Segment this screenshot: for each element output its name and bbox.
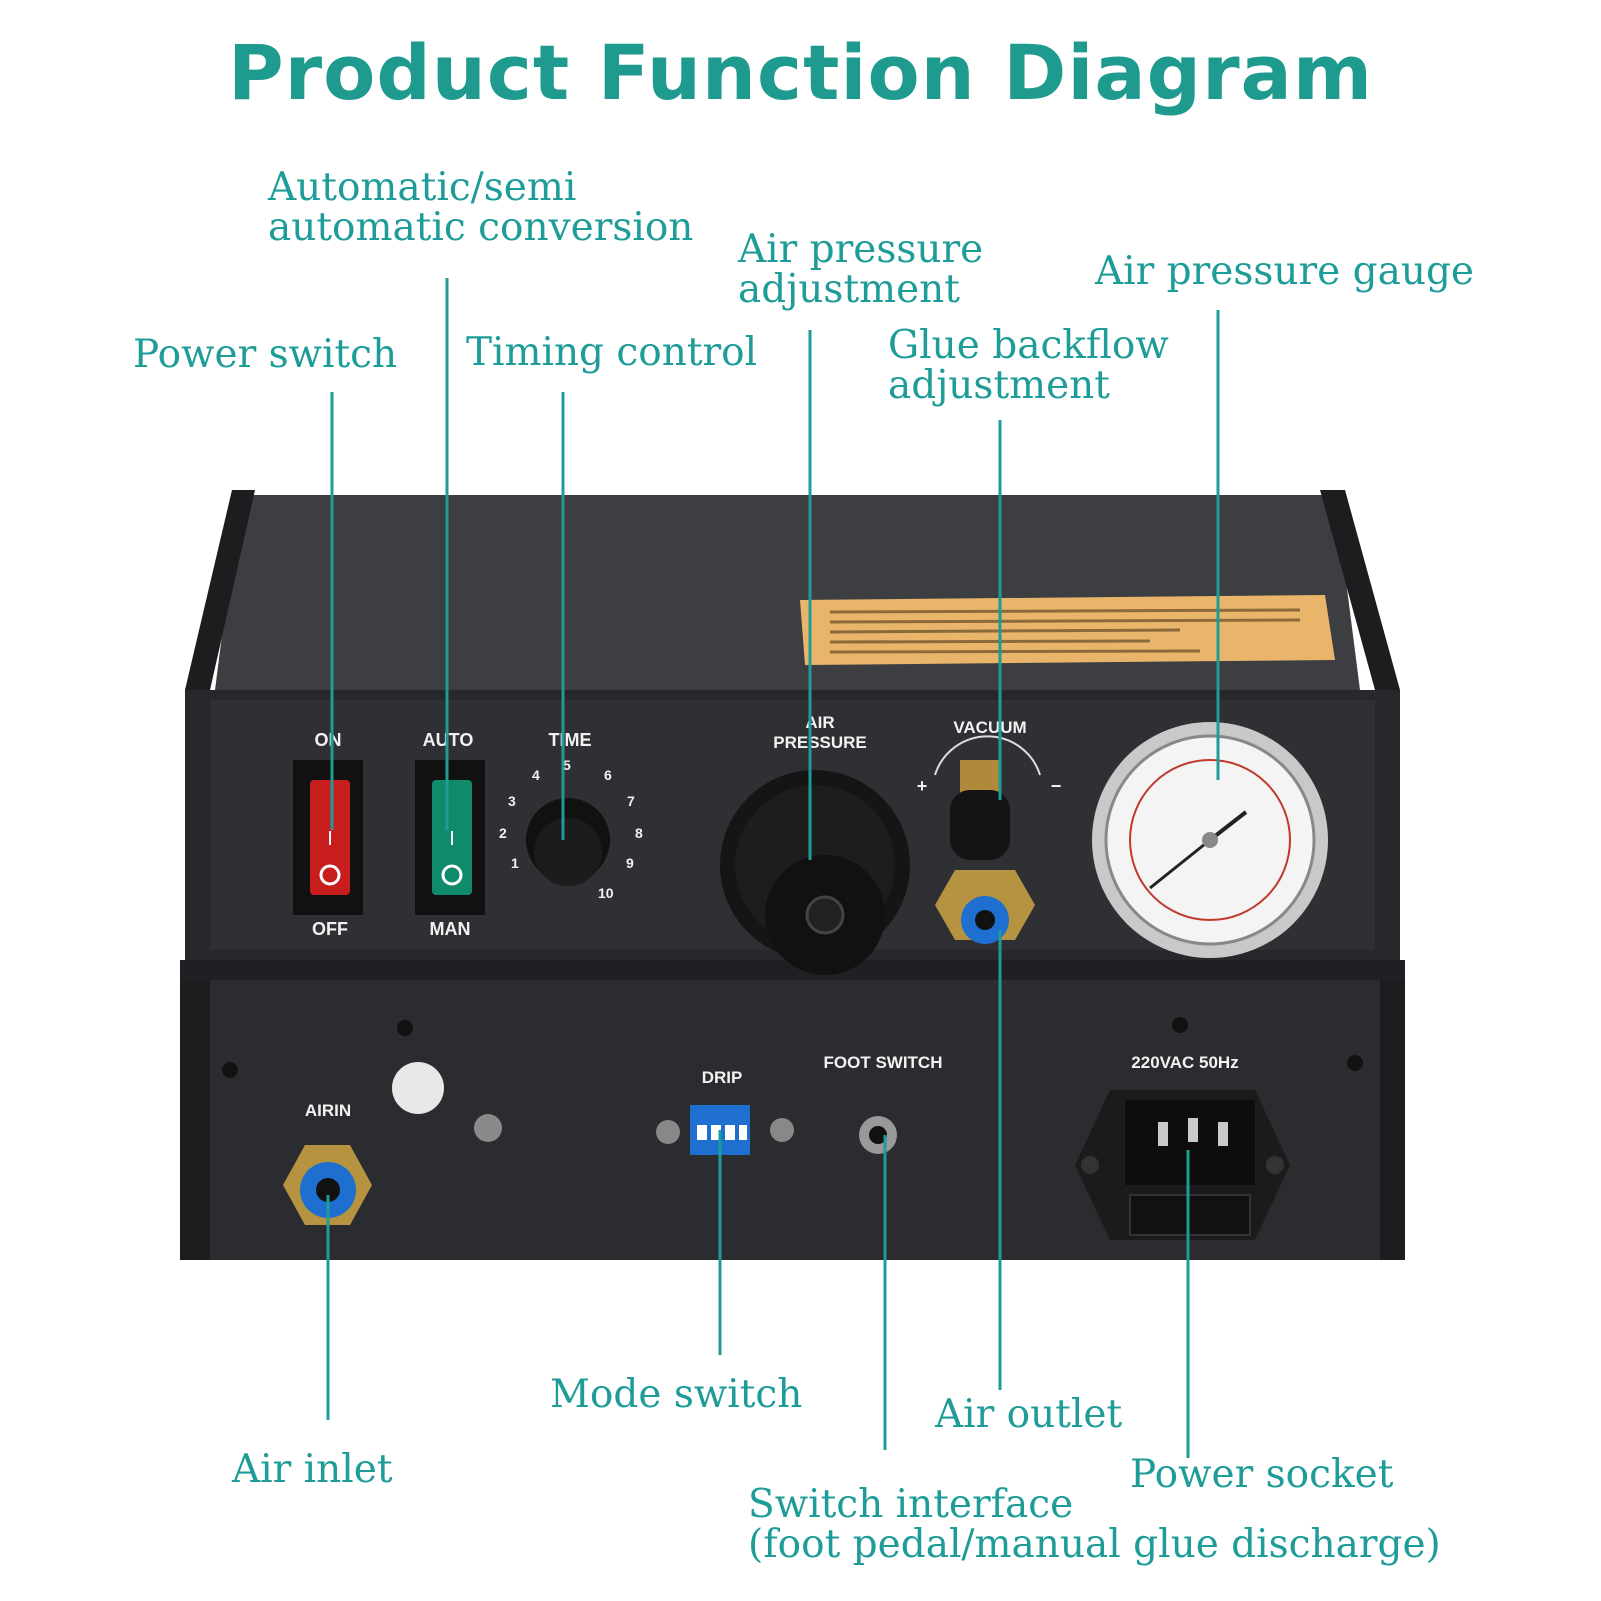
callout-auto-semi: Automatic/semi automatic conversion — [268, 165, 694, 250]
svg-text:8: 8 — [635, 825, 643, 841]
auto-man-switch: I — [415, 760, 485, 915]
vacuum-knob — [950, 790, 1010, 860]
svg-text:9: 9 — [626, 855, 634, 871]
label-power-rating: 220VAC 50Hz — [1131, 1053, 1238, 1072]
svg-text:4: 4 — [532, 767, 540, 783]
callout-air-outlet: Air outlet — [935, 1392, 1123, 1437]
svg-text:5: 5 — [563, 757, 571, 773]
svg-text:1: 1 — [511, 855, 519, 871]
svg-text:10: 10 — [598, 885, 614, 901]
callout-power-socket: Power socket — [1130, 1452, 1394, 1497]
label-airin: AIRIN — [305, 1101, 351, 1120]
label-vacuum: VACUUM — [953, 718, 1026, 737]
caution-sticker — [800, 595, 1335, 665]
callout-timing-control: Timing control — [466, 330, 758, 375]
callout-air-inlet: Air inlet — [232, 1447, 393, 1492]
svg-text:3: 3 — [508, 793, 516, 809]
callout-power-switch: Power switch — [133, 332, 398, 377]
label-foot-switch: FOOT SWITCH — [824, 1053, 943, 1072]
page-title: Product Function Diagram — [227, 28, 1374, 117]
svg-text:7: 7 — [627, 793, 635, 809]
power-socket — [1075, 1090, 1290, 1240]
callout-switch-interface: Switch interface (foot pedal/manual glue… — [748, 1482, 1441, 1567]
callout-mode-switch: Mode switch — [550, 1372, 803, 1417]
label-drip: DRIP — [702, 1068, 743, 1087]
callout-air-pressure-gauge: Air pressure gauge — [1095, 249, 1475, 294]
air-pressure-gauge — [1092, 722, 1328, 958]
svg-text:6: 6 — [604, 767, 612, 783]
svg-text:2: 2 — [499, 825, 507, 841]
power-switch: I — [293, 760, 363, 915]
label-off: OFF — [312, 919, 348, 939]
label-air: AIR — [805, 713, 834, 732]
svg-text:−: − — [1051, 776, 1062, 796]
warning-disc — [392, 1062, 444, 1114]
label-time: TIME — [549, 730, 592, 750]
callout-lines — [326, 278, 1220, 1458]
svg-text:I: I — [449, 828, 455, 850]
label-pressure: PRESSURE — [773, 733, 867, 752]
label-man: MAN — [430, 919, 471, 939]
time-dial-scale: 1 2 3 4 5 6 7 8 9 10 — [499, 757, 643, 901]
svg-text:+: + — [917, 776, 928, 796]
label-on: ON — [315, 730, 342, 750]
svg-text:I: I — [327, 828, 333, 850]
callout-air-pressure-adjustment: Air pressure adjustment — [738, 227, 984, 312]
callout-glue-backflow: Glue backflow adjustment — [888, 323, 1169, 408]
